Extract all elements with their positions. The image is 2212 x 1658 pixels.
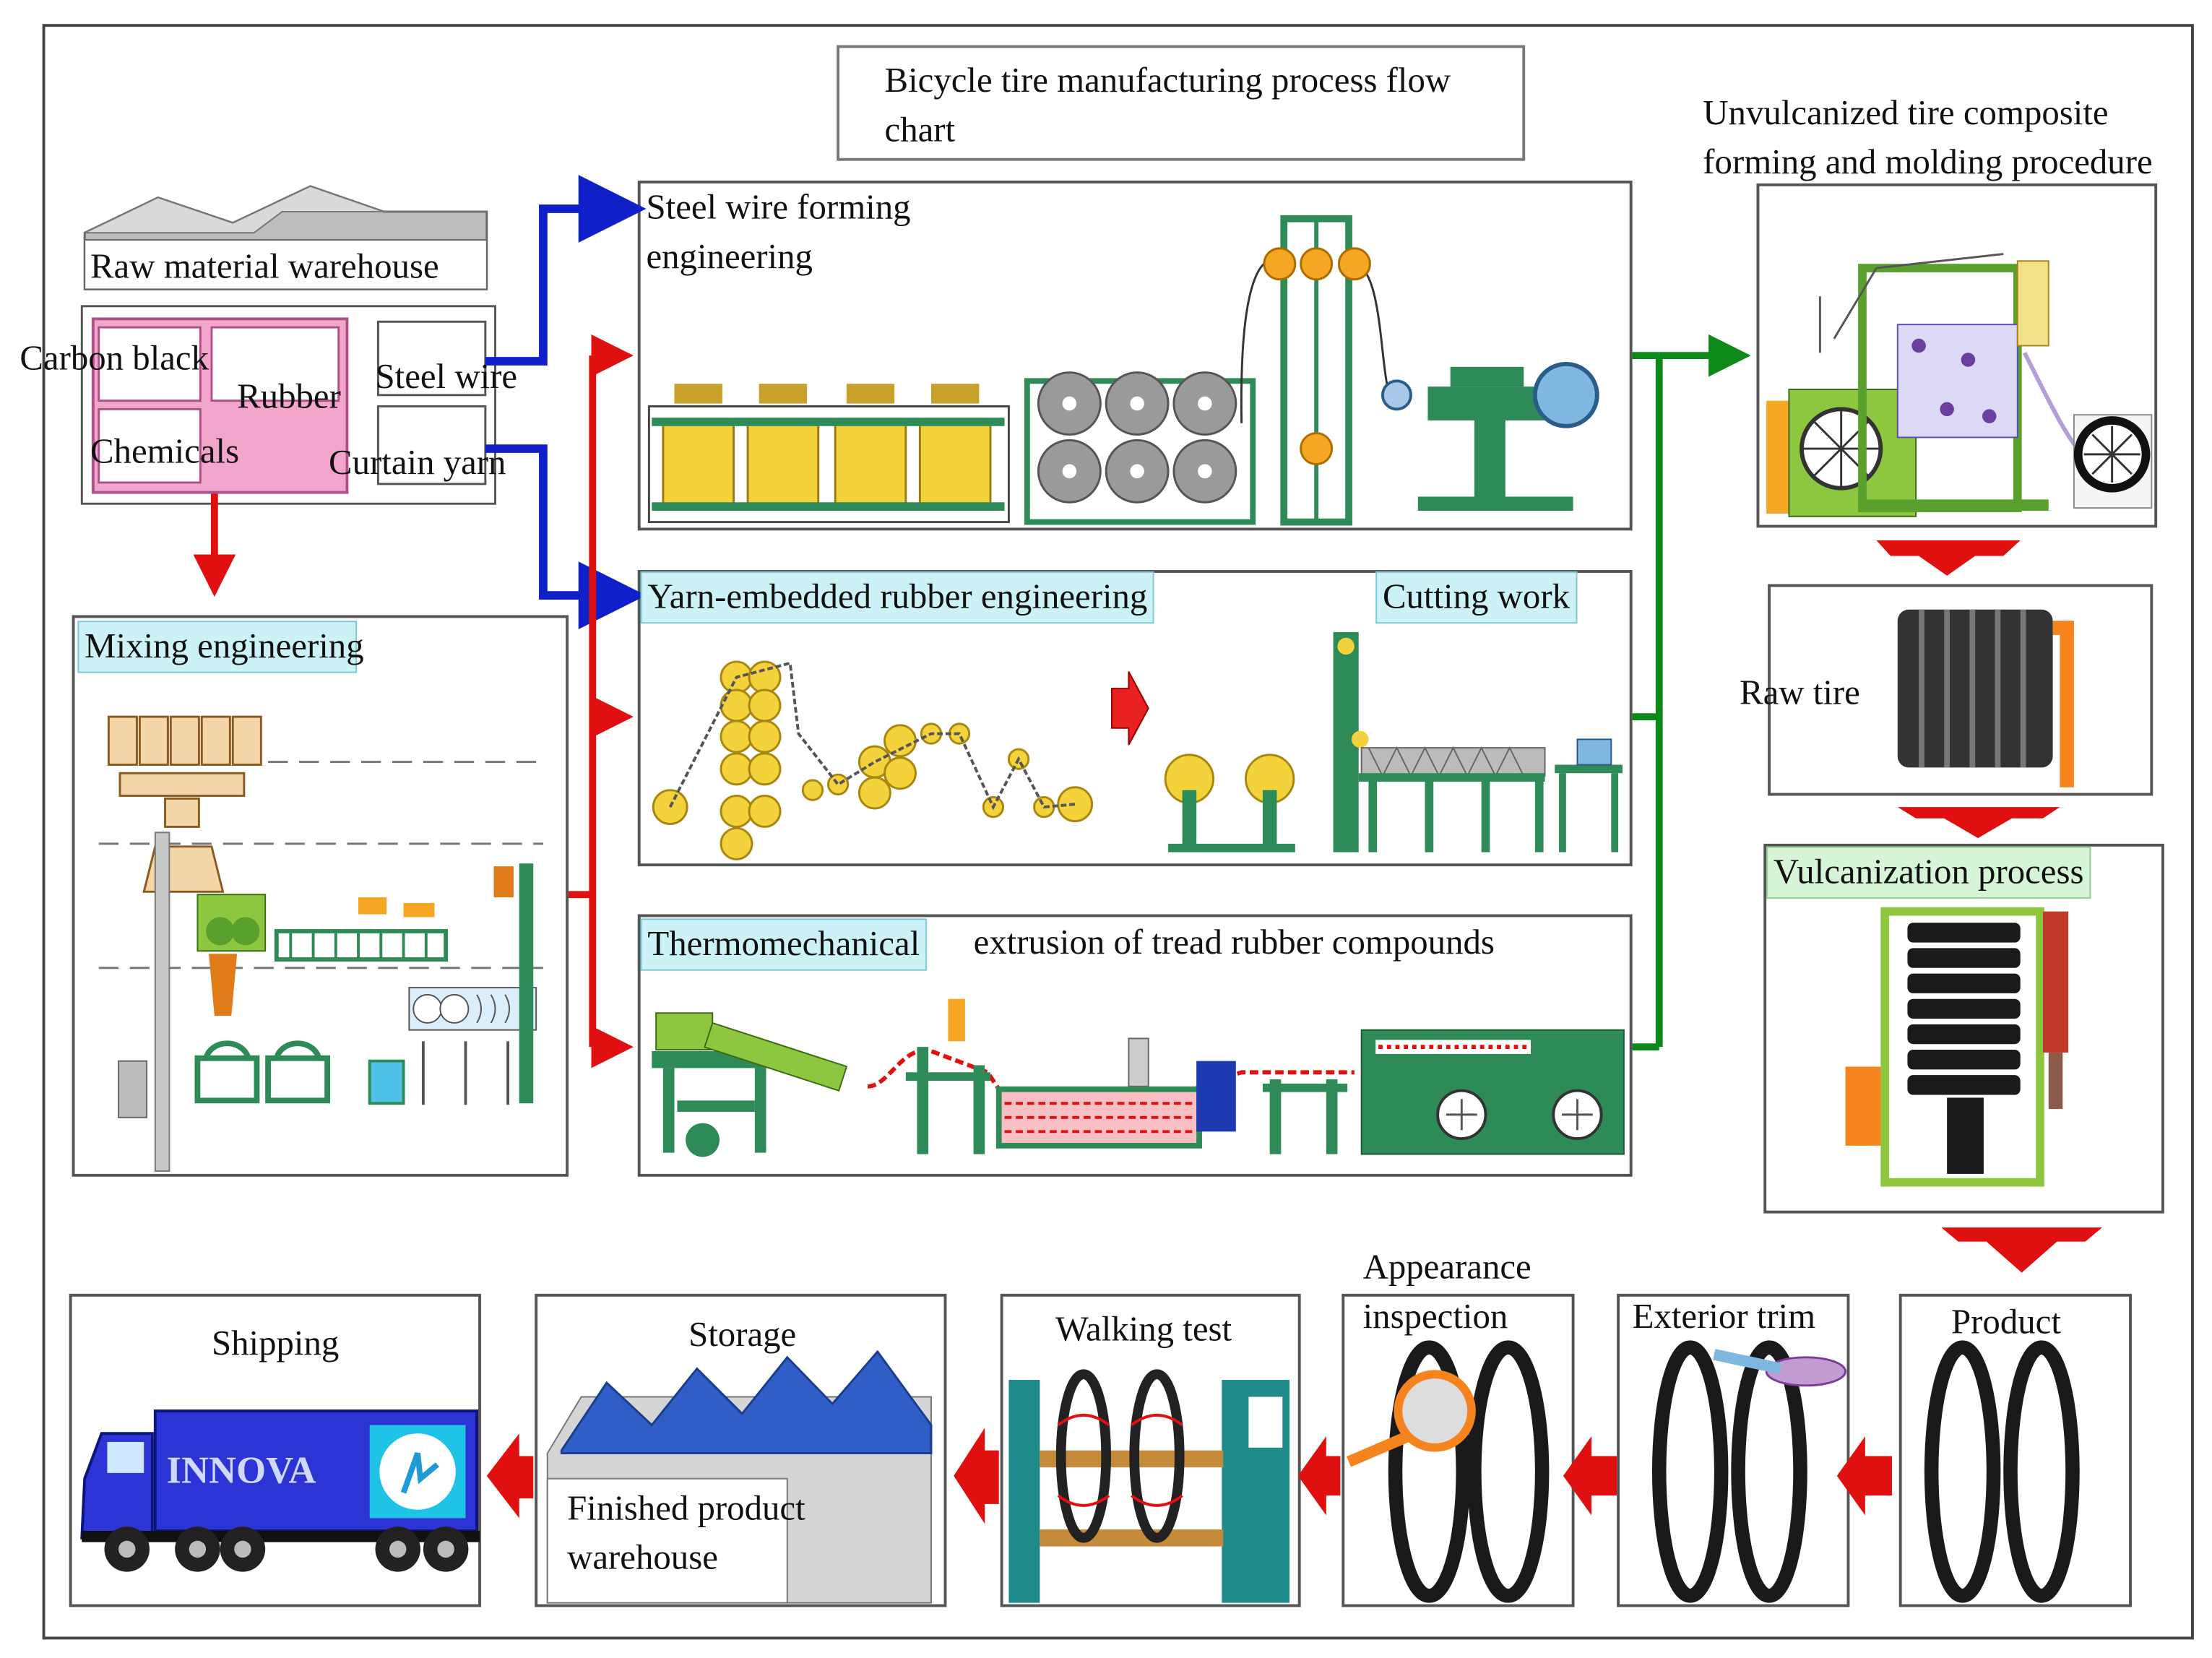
steel-wire-label: Steel wire — [375, 358, 518, 397]
trim-tires — [1651, 1340, 1846, 1603]
cutting-work-label: Cutting work — [1375, 571, 1577, 624]
thermo-label-prefix: Thermomechanical — [640, 918, 928, 971]
steel-wire-machine — [647, 215, 1599, 526]
raw-tire-graphic — [1897, 609, 2074, 787]
mixing-label: Mixing engineering — [77, 621, 364, 673]
storage-label: Storage — [688, 1316, 797, 1355]
exterior-trim-label: Exterior trim — [1632, 1298, 1816, 1337]
forming-label: Unvulcanized tire composite forming and … — [1703, 94, 2153, 182]
appearance-inspection-label: Appearance inspection — [1362, 1248, 1531, 1337]
product-label: Product — [1950, 1303, 2061, 1342]
forming-machine — [1766, 253, 2153, 517]
truck-brand-label: INNOVA — [166, 1448, 316, 1492]
raw-tire-label: Raw tire — [1740, 674, 1860, 713]
finished-warehouse-label: Finished product warehouse — [567, 1490, 805, 1578]
shipping-label: Shipping — [211, 1324, 340, 1363]
yarn-embedded-label: Yarn-embedded rubber engineering — [640, 571, 1155, 624]
vulcanization-graphic — [1845, 907, 2069, 1187]
warehouse-label: Raw material warehouse — [90, 248, 439, 287]
carbon-black-label: Carbon black — [20, 340, 209, 379]
vulcanization-label: Vulcanization process — [1766, 846, 2091, 899]
curtain-yarn-label: Curtain yarn — [329, 444, 506, 483]
warehouse-building — [80, 185, 496, 505]
inspection-tires — [1346, 1340, 1550, 1603]
walking-test-graphic — [1008, 1369, 1290, 1603]
product-tires — [1924, 1340, 2080, 1603]
mixing-machine — [98, 715, 543, 1172]
rubber-label: Rubber — [237, 378, 341, 417]
walking-test-label: Walking test — [1055, 1311, 1232, 1350]
chemicals-label: Chemicals — [90, 433, 240, 472]
truck-graphic — [80, 1409, 480, 1572]
yarn-machine — [652, 631, 1623, 860]
storage-building — [546, 1350, 933, 1604]
extrusion-machine — [652, 998, 1625, 1157]
page-title: Bicycle tire manufacturing process flow … — [884, 61, 1451, 150]
title-box — [837, 45, 1526, 161]
steel-wire-process-label: Steel wire forming engineering — [646, 189, 911, 277]
thermo-label-suffix: extrusion of tread rubber compounds — [973, 924, 1495, 962]
